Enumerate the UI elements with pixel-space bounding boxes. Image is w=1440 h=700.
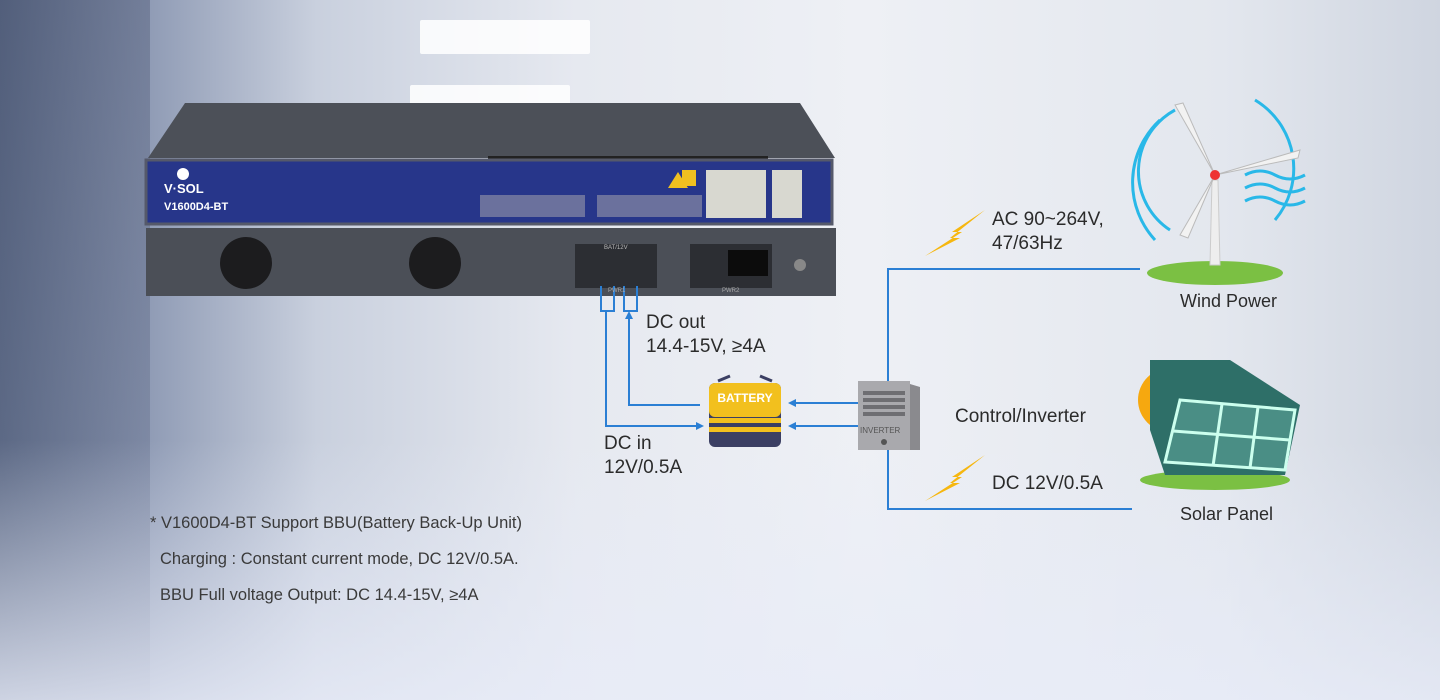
- note-line-2: Charging : Constant current mode, DC 12V…: [160, 550, 519, 568]
- lightning-bolt-icon: [925, 455, 985, 501]
- dc-out-line2: 14.4-15V, ≥4A: [646, 336, 766, 357]
- dc-solar-label: DC 12V/0.5A: [992, 473, 1103, 494]
- wind-power-label: Wind Power: [1180, 291, 1278, 311]
- inverter-plate-label: INVERTER: [860, 426, 901, 435]
- inverter-icon: [858, 381, 920, 450]
- inverter-label: Control/Inverter: [955, 406, 1086, 427]
- battery-icon: [709, 374, 781, 447]
- ac-input-label: AC 90~264V, 47/63Hz: [992, 208, 1104, 256]
- solar-panel-icon: [1138, 360, 1300, 490]
- lightning-bolt-icon: [925, 210, 985, 256]
- pwr2-label: PWR2: [722, 288, 740, 294]
- terminal-label: BAT/12V: [604, 245, 628, 251]
- ceiling-light: [410, 85, 570, 105]
- dc-in-line2: 12V/0.5A: [604, 457, 683, 478]
- pwr1-label: PWR1: [608, 288, 626, 294]
- ceiling-light: [420, 20, 590, 54]
- ac-line1: AC 90~264V,: [992, 209, 1104, 230]
- dc-in-line1: DC in: [604, 433, 652, 454]
- connection-lines: [600, 268, 1140, 510]
- olt-device: [144, 103, 836, 296]
- dc-out-label: DC out 14.4-15V, ≥4A: [646, 311, 766, 359]
- battery-label: BATTERY: [717, 391, 773, 405]
- dc-out-line1: DC out: [646, 312, 706, 333]
- device-model: V1600D4-BT: [164, 201, 229, 213]
- arrow-icons: [625, 311, 796, 430]
- note-line-1: * V1600D4-BT Support BBU(Battery Back-Up…: [150, 514, 523, 532]
- solar-panel-label: Solar Panel: [1180, 504, 1274, 524]
- wind-turbine-icon: [1131, 98, 1306, 285]
- ac-line2: 47/63Hz: [992, 233, 1063, 254]
- dc-in-label: DC in 12V/0.5A: [604, 432, 682, 480]
- note-line-3: BBU Full voltage Output: DC 14.4-15V, ≥4…: [160, 586, 479, 604]
- device-brand: V·SOL: [164, 181, 204, 196]
